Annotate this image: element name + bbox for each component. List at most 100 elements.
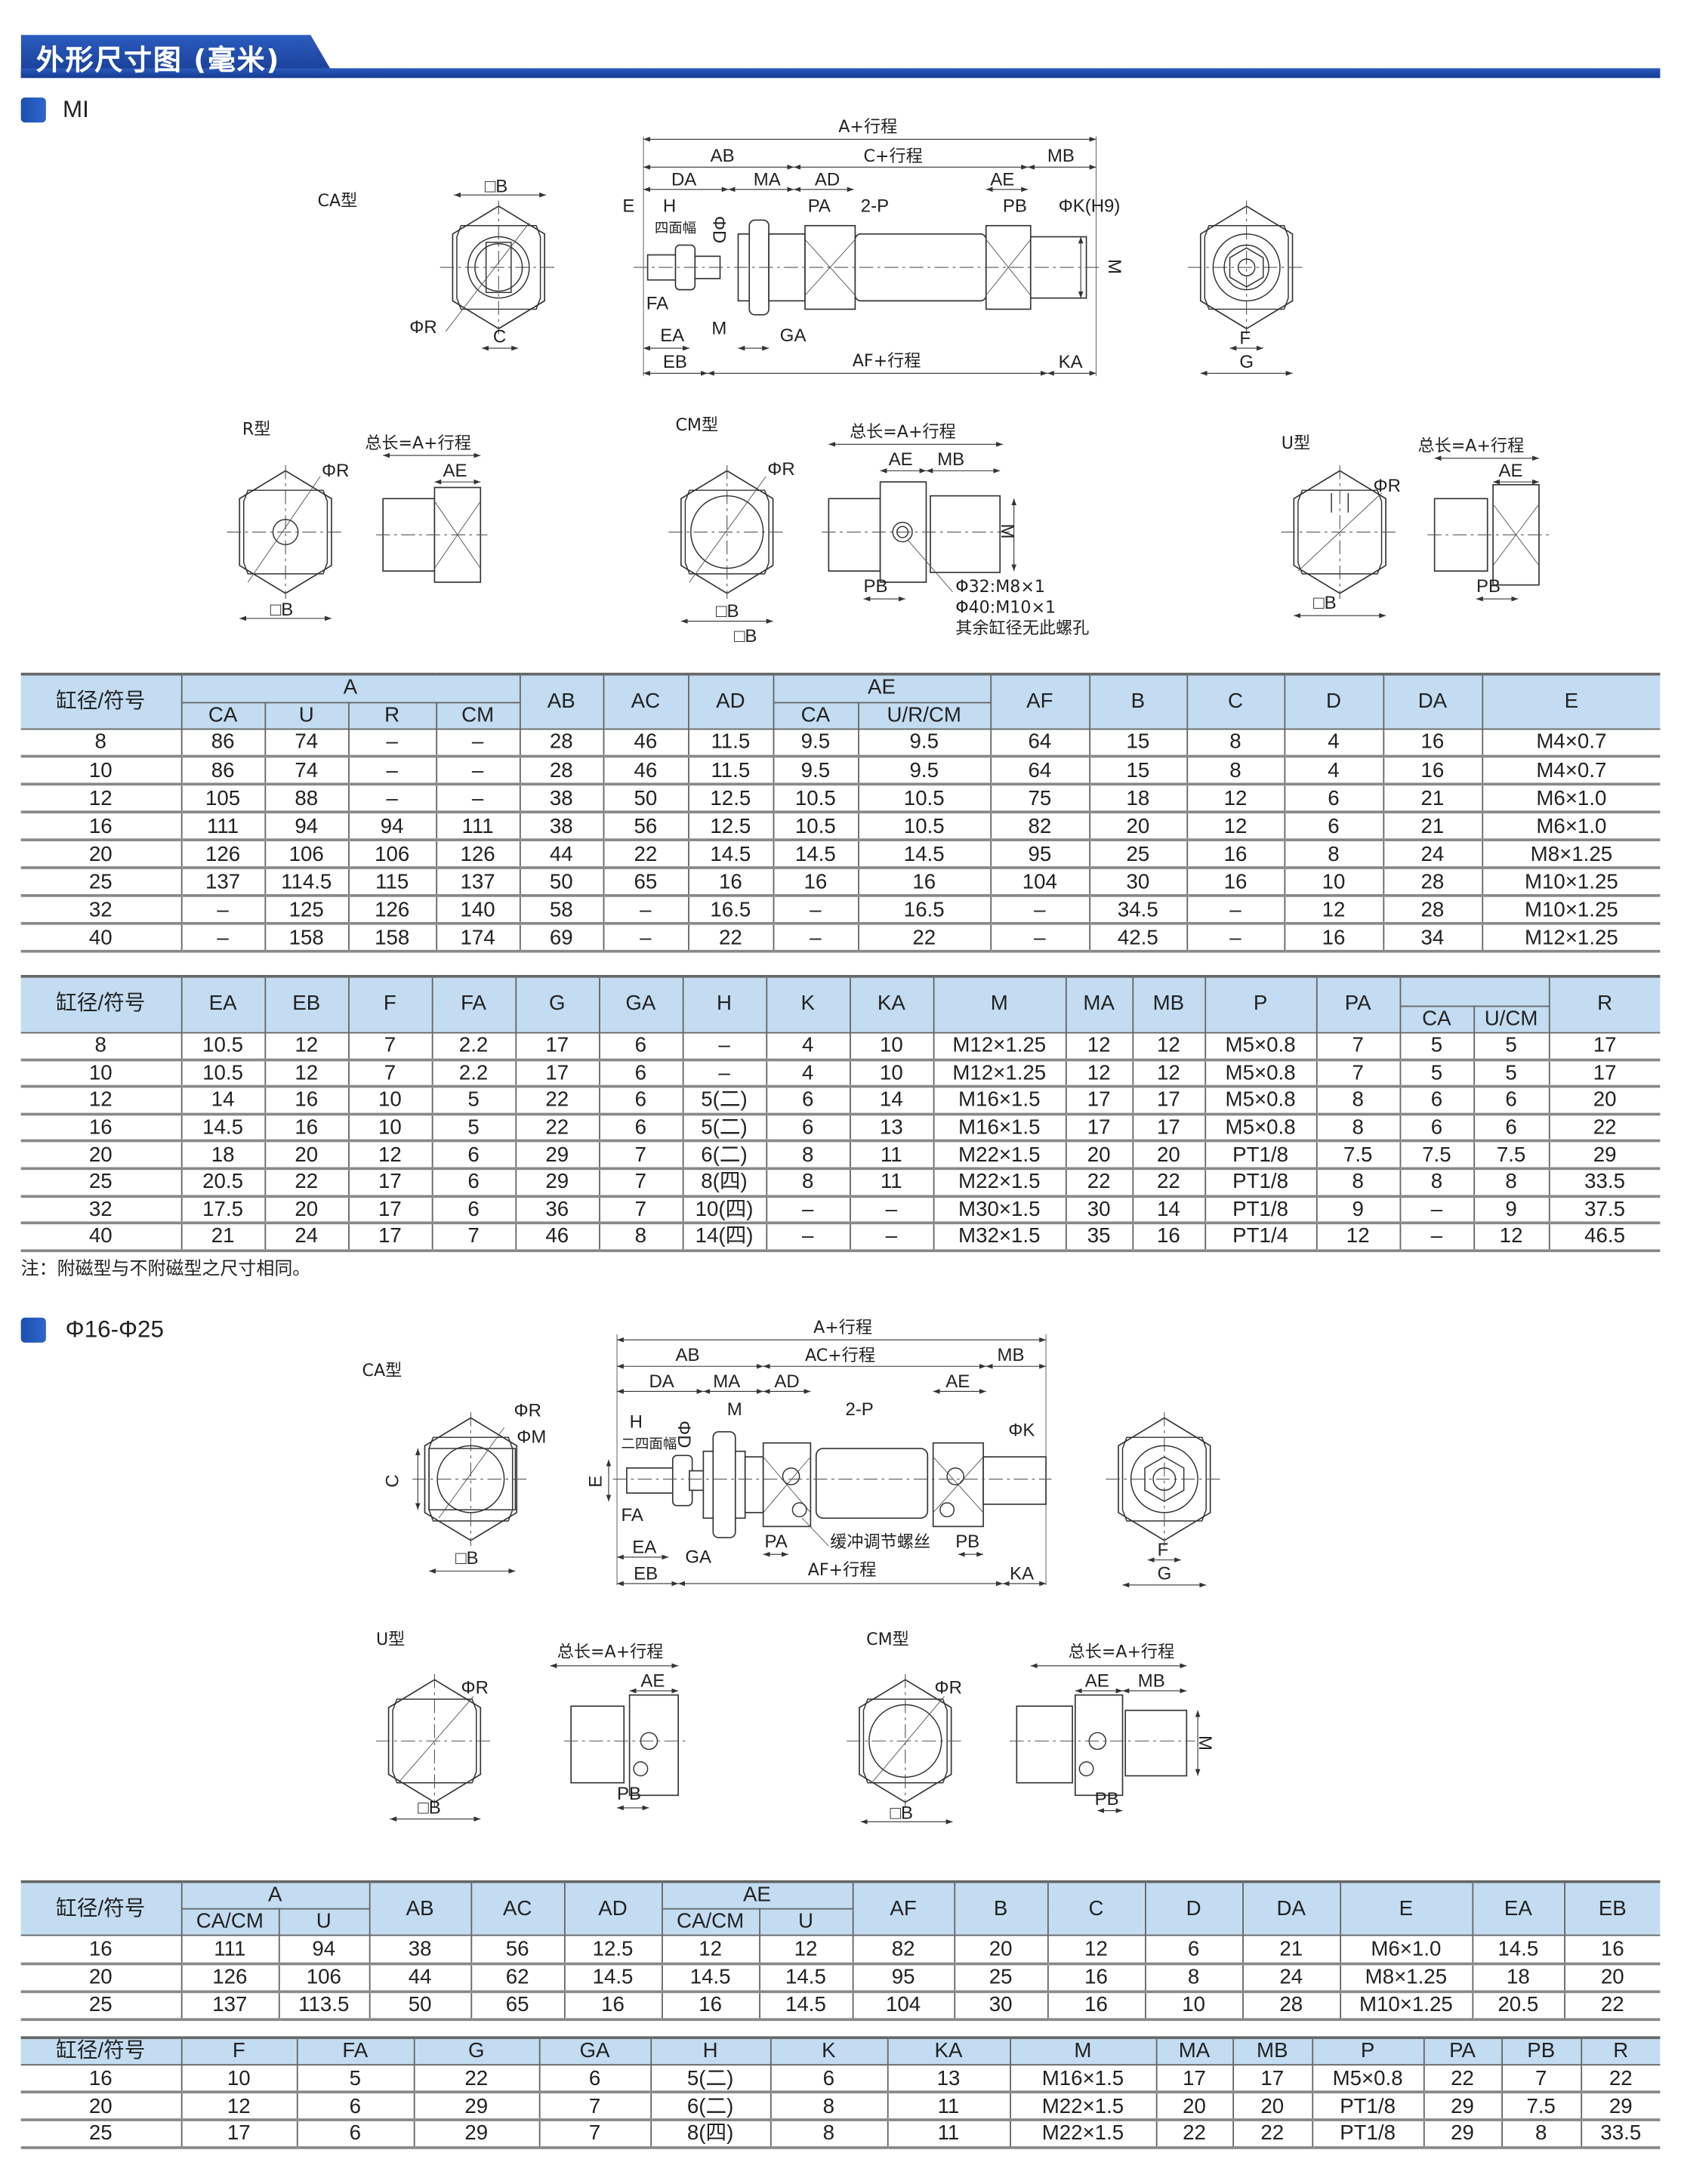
table-cell: 21 bbox=[1241, 1935, 1341, 1965]
table-cell: – bbox=[989, 923, 1090, 953]
label-ab: AB bbox=[711, 146, 735, 166]
table-cell: M10×1.25 bbox=[1339, 1991, 1473, 2021]
table-cell: 12.5 bbox=[687, 784, 774, 814]
header-a-ca: CA bbox=[180, 702, 266, 730]
table-cell: M16×1.5 bbox=[1009, 2065, 1157, 2094]
label-pb: PB bbox=[1003, 196, 1027, 216]
label-c-stroke: C+行程 bbox=[863, 147, 922, 166]
bore-cell: 20 bbox=[20, 1141, 182, 1171]
label-m: M bbox=[711, 319, 726, 339]
label-cm-note-3: 其余缸径无此螺孔 bbox=[955, 618, 1089, 638]
table-cell: 12.5 bbox=[563, 1935, 662, 1965]
table-cell: 22 bbox=[1064, 1168, 1134, 1198]
table-cell: 7.5 bbox=[1501, 2092, 1582, 2121]
table-cell: 12 bbox=[1064, 1032, 1134, 1061]
table-cell: – bbox=[772, 895, 859, 925]
label-pa: PA bbox=[765, 1532, 788, 1552]
table-cell: 17 bbox=[1064, 1086, 1134, 1115]
table-cell: 28 bbox=[1382, 867, 1483, 897]
header-pa: PA bbox=[1315, 975, 1401, 1033]
table-cell: M5×0.8 bbox=[1311, 2065, 1424, 2094]
header-ma: MA bbox=[1155, 2036, 1234, 2066]
table-cell: 11 bbox=[886, 2092, 1011, 2121]
table-cell: M16×1.5 bbox=[932, 1114, 1066, 1143]
table-cell: 2.2 bbox=[430, 1032, 517, 1061]
header-b: B bbox=[953, 1880, 1048, 1936]
bore-cell: 25 bbox=[20, 2119, 182, 2149]
table-cell: 34 bbox=[1382, 923, 1483, 953]
table-cell: 12 bbox=[347, 1141, 433, 1171]
header-ab: AB bbox=[368, 1880, 472, 1936]
table-cell: 6 bbox=[430, 1168, 517, 1198]
table-cell: 6 bbox=[1399, 1114, 1475, 1143]
label-e: E bbox=[622, 196, 634, 216]
table-cell: 16 bbox=[1563, 1935, 1661, 1965]
table-cell: 7.5 bbox=[1315, 1141, 1401, 1171]
table-cell: M12×1.25 bbox=[932, 1059, 1066, 1088]
table-cell: 8 bbox=[1186, 756, 1285, 786]
label-mb: MB bbox=[1138, 1670, 1165, 1691]
bore-cell: 12 bbox=[20, 1086, 182, 1115]
table-cell: 46 bbox=[602, 728, 689, 758]
header-da: DA bbox=[1241, 1880, 1341, 1936]
label-phi-d: ΦD bbox=[674, 1421, 694, 1448]
label-square-b: □B bbox=[418, 1797, 440, 1818]
table-cell: 20 bbox=[1155, 2092, 1234, 2121]
table-cell: M22×1.5 bbox=[932, 1141, 1066, 1171]
label-m-right: M bbox=[1104, 259, 1124, 274]
table-cell: – bbox=[602, 923, 689, 953]
label-eb: EB bbox=[663, 352, 687, 372]
label-cm-note-1: Φ32:M8×1 bbox=[955, 577, 1045, 597]
table-cell: 30 bbox=[953, 1991, 1048, 2021]
table-cell: 6 bbox=[765, 1086, 850, 1115]
table-cell: 20 bbox=[1547, 1086, 1661, 1115]
header-a-u: U bbox=[277, 1908, 370, 1936]
table-cell: 17 bbox=[347, 1223, 433, 1252]
label-square-b-2: □B bbox=[734, 626, 757, 646]
label-cm-type: CM型 bbox=[866, 1630, 909, 1649]
table-cell: 95 bbox=[989, 840, 1090, 869]
label-ka: KA bbox=[1059, 352, 1083, 372]
table-cell: 10(四) bbox=[681, 1195, 767, 1225]
table-cell: 7 bbox=[1501, 2065, 1582, 2094]
header-k: K bbox=[769, 2036, 888, 2066]
table-cell: 174 bbox=[435, 923, 520, 953]
table-cell: 16 bbox=[1283, 923, 1384, 953]
table-cell: 8 bbox=[1473, 1168, 1550, 1198]
header-ka: KA bbox=[886, 2036, 1011, 2066]
label-ae: AE bbox=[1498, 461, 1522, 481]
s2-dimension-table-2: 缸径/符号 F FA G GA H K KA M MA MB P PA PB R… bbox=[20, 2036, 1661, 2149]
table-cell: 14.5 bbox=[758, 1991, 853, 2021]
table-cell: 21 bbox=[1382, 784, 1483, 814]
header-bore: 缸径/符号 bbox=[20, 2036, 182, 2066]
table-cell: 12 bbox=[661, 1935, 760, 1965]
table-cell: 12 bbox=[1047, 1935, 1146, 1965]
table-cell: 22 bbox=[1131, 1168, 1206, 1198]
label-pb: PB bbox=[1095, 1789, 1119, 1809]
table-cell: 12 bbox=[264, 1059, 349, 1088]
header-ac: AC bbox=[602, 672, 689, 730]
header-ma: MA bbox=[1064, 975, 1134, 1033]
table-cell: 50 bbox=[368, 1991, 472, 2021]
table-cell: 4 bbox=[765, 1032, 850, 1061]
header-m: M bbox=[1009, 2036, 1157, 2066]
table-cell: M22×1.5 bbox=[932, 1168, 1066, 1198]
table-cell: 14 bbox=[849, 1086, 934, 1115]
table-cell: 10 bbox=[849, 1032, 934, 1061]
table-cell: 8 bbox=[1144, 1963, 1244, 1993]
label-phi-r: ΦR bbox=[767, 459, 794, 480]
label-ka: KA bbox=[1010, 1563, 1034, 1584]
table-cell: – bbox=[1186, 923, 1285, 953]
table-cell: – bbox=[347, 728, 437, 758]
table-cell: 8 bbox=[1501, 2119, 1582, 2149]
table-cell: PT1/8 bbox=[1204, 1141, 1317, 1171]
table-cell: 8(四) bbox=[681, 1168, 767, 1198]
label-pb: PB bbox=[1476, 576, 1501, 597]
label-phi-r: ΦR bbox=[409, 317, 436, 338]
